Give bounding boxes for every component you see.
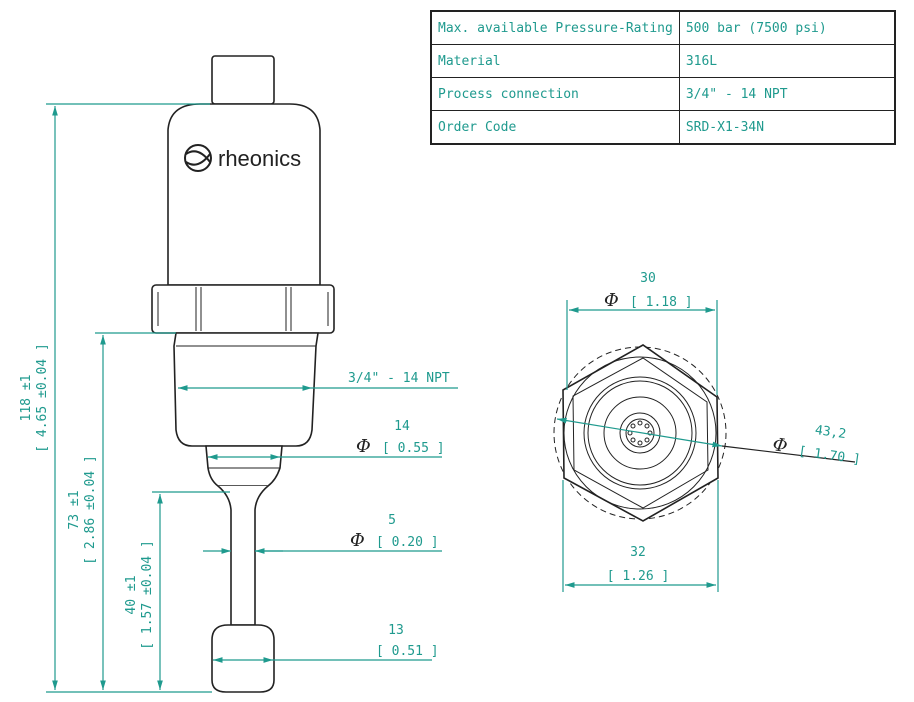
stem — [217, 485, 269, 626]
spec-value: 3/4" - 14 NPT — [678, 77, 896, 111]
spec-value: SRD-X1-34N — [678, 110, 896, 145]
sensor-housing — [167, 103, 321, 286]
probe-tip — [211, 624, 275, 693]
immersion-height-inch: [ 2.86 ±0.04 ] — [83, 455, 98, 565]
overall-height-inch: [ 4.65 ±0.04 ] — [35, 343, 50, 453]
thread-label: 3/4" - 14 NPT — [348, 371, 450, 386]
spec-key: Material — [430, 44, 680, 78]
rheonics-logo: rheonics — [184, 144, 301, 172]
spec-row: Order Code SRD-X1-34N — [430, 110, 896, 145]
hex-nut — [151, 284, 335, 334]
thread-section — [173, 332, 319, 447]
hex-corners-inch: [ 1.70 ] — [797, 444, 861, 468]
spec-key: Process connection — [430, 77, 680, 111]
spec-row: Max. available Pressure-Rating 500 bar (… — [430, 10, 896, 45]
spec-table: Max. available Pressure-Rating 500 bar (… — [430, 10, 896, 145]
stem-dia-mm: 5 — [388, 513, 396, 528]
diameter-symbol: Φ — [771, 434, 789, 457]
top-view-dimensions: 30 Φ [ 1.18 ] 32 [ 1.26 ] 43,2 Φ [ 1.70 … — [556, 271, 862, 592]
body-dia-mm: 30 — [640, 271, 656, 286]
logo-icon — [184, 144, 212, 172]
tip-dia-inch: [ 0.51 ] — [376, 644, 439, 659]
diameter-symbol: Φ — [350, 530, 365, 551]
neck-dia-mm: 14 — [394, 419, 410, 434]
hex-flats-mm: 32 — [630, 545, 646, 560]
spec-row: Process connection 3/4" - 14 NPT — [430, 77, 896, 111]
probe-height-mm: 40 ±1 — [124, 575, 139, 614]
neck — [205, 445, 283, 487]
spec-row: Material 316L — [430, 44, 896, 78]
neck-dia-inch: [ 0.55 ] — [382, 441, 445, 456]
side-view-dimensions: 118 ±1 [ 4.65 ±0.04 ] 73 ±1 [ 2.86 ±0.04… — [19, 103, 458, 693]
overall-height-mm: 118 ±1 — [19, 375, 34, 422]
connector-pin — [211, 55, 275, 105]
immersion-height-mm: 73 ±1 — [67, 490, 82, 529]
side-view-sensor: rheonics — [151, 55, 335, 693]
tip-dia-mm: 13 — [388, 623, 404, 638]
diameter-symbol: Φ — [604, 290, 619, 311]
probe-height-inch: [ 1.57 ±0.04 ] — [140, 540, 155, 650]
body-dia-inch: [ 1.18 ] — [630, 295, 693, 310]
spec-value: 500 bar (7500 psi) — [678, 10, 896, 45]
diameter-symbol: Φ — [356, 436, 371, 457]
hex-flats-inch: [ 1.26 ] — [607, 569, 670, 584]
stem-dia-inch: [ 0.20 ] — [376, 535, 439, 550]
hex-corners-mm: 43,2 — [814, 423, 847, 442]
logo-text: rheonics — [218, 146, 301, 171]
spec-key: Order Code — [430, 110, 680, 145]
